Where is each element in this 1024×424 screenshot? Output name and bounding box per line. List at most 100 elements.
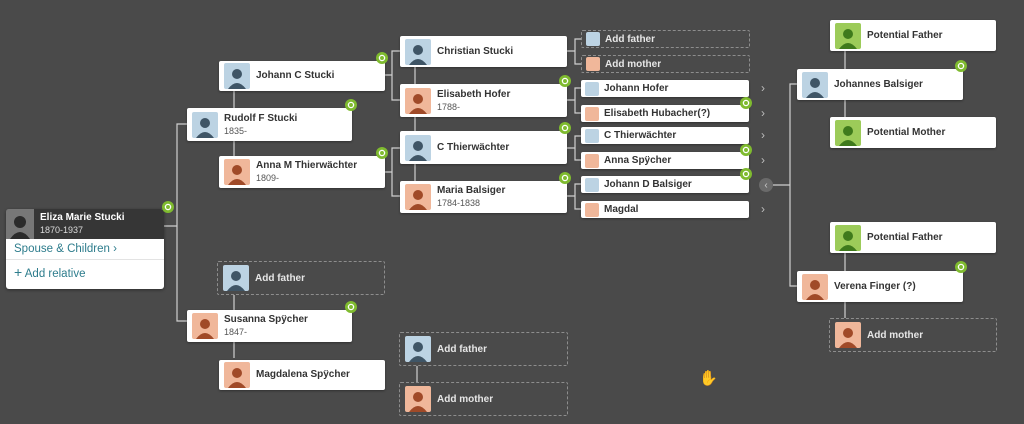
add-father-placeholder[interactable]: Add father — [399, 332, 568, 366]
female-avatar-icon — [224, 159, 250, 185]
person-card-magdal[interactable]: Magdal — [581, 201, 749, 218]
add-father-label: Add father — [437, 343, 487, 355]
male-avatar-icon — [585, 128, 599, 143]
female-avatar-icon — [585, 106, 599, 121]
record-hint-icon[interactable] — [740, 97, 752, 109]
potential-father-label: Potential Father — [867, 30, 943, 41]
add-mother-label: Add mother — [437, 393, 494, 405]
add-mother-placeholder[interactable]: Add mother — [829, 318, 997, 352]
person-card-johann-c-stucki[interactable]: Johann C Stucki — [219, 61, 385, 91]
expand-right-icon[interactable]: › — [761, 128, 765, 142]
potential-father-icon — [835, 224, 861, 251]
person-card-christian-stucki[interactable]: Christian Stucki — [400, 36, 567, 67]
expand-right-icon[interactable]: › — [761, 106, 765, 120]
person-card-c-thierwachter[interactable]: C Thierwächter — [400, 131, 567, 164]
person-name: Elisabeth Hofer — [437, 88, 511, 100]
male-avatar-icon — [192, 111, 218, 138]
record-hint-icon[interactable] — [740, 168, 752, 180]
chevron-right-icon: › — [113, 243, 117, 255]
hand-cursor-icon: ✋ — [699, 370, 718, 387]
add-male-avatar-icon — [223, 265, 249, 291]
potential-father-card[interactable]: Potential Father — [830, 20, 996, 51]
add-mother-placeholder[interactable]: Add mother — [581, 55, 750, 73]
record-hint-icon[interactable] — [345, 301, 357, 313]
person-card-c-thierwachter-parent[interactable]: C Thierwächter — [581, 127, 749, 144]
add-father-placeholder[interactable]: Add father — [217, 261, 385, 295]
collapse-left-icon[interactable]: ‹ — [759, 178, 773, 192]
person-name: Christian Stucki — [437, 45, 514, 57]
add-mother-label: Add mother — [867, 329, 924, 341]
add-father-label: Add father — [255, 272, 305, 284]
expand-right-icon[interactable]: › — [761, 153, 765, 167]
female-avatar-icon — [405, 87, 431, 114]
add-relative-link[interactable]: + Add relative — [6, 260, 164, 284]
male-avatar-icon — [802, 71, 828, 98]
person-name: Johann D Balsiger — [604, 179, 692, 190]
person-name: Johann Hofer — [604, 83, 669, 94]
person-card-johannes-balsiger[interactable]: Johannes Balsiger — [797, 69, 963, 100]
record-hint-icon[interactable] — [955, 261, 967, 273]
expand-right-icon[interactable]: › — [761, 81, 765, 95]
person-name: Magdal — [604, 204, 639, 215]
record-hint-icon[interactable] — [376, 147, 388, 159]
record-hint-icon[interactable] — [740, 144, 752, 156]
record-hint-icon[interactable] — [955, 60, 967, 72]
record-hint-icon[interactable] — [345, 99, 357, 111]
female-avatar-icon — [192, 313, 218, 339]
person-card-elisabeth-hubacher[interactable]: Elisabeth Hubacher(?) — [581, 105, 749, 122]
expand-right-icon[interactable]: › — [761, 202, 765, 216]
female-avatar-icon — [224, 362, 250, 388]
add-male-avatar-icon — [405, 336, 431, 362]
male-avatar-icon — [224, 63, 250, 89]
person-card-anna-m-thierwachter[interactable]: Anna M Thierwächter 1809- — [219, 156, 385, 188]
person-name: C Thierwächter — [604, 130, 677, 141]
record-hint-icon[interactable] — [559, 172, 571, 184]
female-avatar-icon — [585, 153, 599, 168]
person-name: Johannes Balsiger — [834, 79, 923, 90]
record-hint-icon[interactable] — [376, 52, 388, 64]
female-avatar-icon — [585, 202, 599, 217]
person-dates: 1835- — [224, 125, 248, 136]
add-female-avatar-icon — [586, 57, 600, 71]
female-avatar-icon — [405, 184, 431, 210]
add-relative-label: Add relative — [24, 268, 86, 280]
person-card-johann-hofer[interactable]: Johann Hofer — [581, 80, 749, 97]
person-card-anna-spycher[interactable]: Anna Spÿcher — [581, 152, 749, 169]
add-mother-label: Add mother — [605, 58, 662, 70]
potential-father-card[interactable]: Potential Father — [830, 222, 996, 253]
record-hint-icon[interactable] — [559, 75, 571, 87]
person-dates: 1809- — [256, 173, 280, 183]
person-name: C Thierwächter — [437, 141, 510, 153]
root-person-photo — [6, 209, 34, 239]
person-name: Johann C Stucki — [256, 70, 335, 81]
root-person-header[interactable]: Eliza Marie Stucki 1870-1937 — [6, 209, 164, 239]
add-female-avatar-icon — [835, 322, 861, 348]
potential-mother-card[interactable]: Potential Mother — [830, 117, 996, 148]
male-avatar-icon — [585, 177, 599, 192]
person-name: Magdalena Spÿcher — [256, 369, 350, 380]
person-card-verena-finger[interactable]: Verena Finger (?) — [797, 271, 963, 302]
male-avatar-icon — [405, 38, 431, 65]
add-male-avatar-icon — [586, 32, 600, 46]
person-card-johann-d-balsiger[interactable]: Johann D Balsiger — [581, 176, 749, 193]
person-dates: 1788- — [437, 101, 461, 112]
record-hint-icon[interactable] — [559, 122, 571, 134]
root-person-dates: 1870-1937 — [40, 225, 84, 235]
person-card-magdalena-spycher[interactable]: Magdalena Spÿcher — [219, 360, 385, 390]
person-name: Anna M Thierwächter — [256, 160, 358, 171]
spouse-children-label: Spouse & Children — [14, 243, 110, 255]
root-person-card[interactable]: Eliza Marie Stucki 1870-1937 Spouse & Ch… — [6, 209, 164, 289]
person-name: Susanna Spÿcher — [224, 314, 308, 325]
spouse-children-link[interactable]: Spouse & Children › — [6, 239, 164, 260]
add-father-placeholder[interactable]: Add father — [581, 30, 750, 48]
root-person-name: Eliza Marie Stucki — [40, 212, 125, 223]
person-name: Rudolf F Stucki — [224, 112, 298, 124]
add-mother-placeholder[interactable]: Add mother — [399, 382, 568, 416]
record-hint-icon[interactable] — [162, 201, 174, 213]
add-female-avatar-icon — [405, 386, 431, 412]
add-father-label: Add father — [605, 33, 655, 45]
